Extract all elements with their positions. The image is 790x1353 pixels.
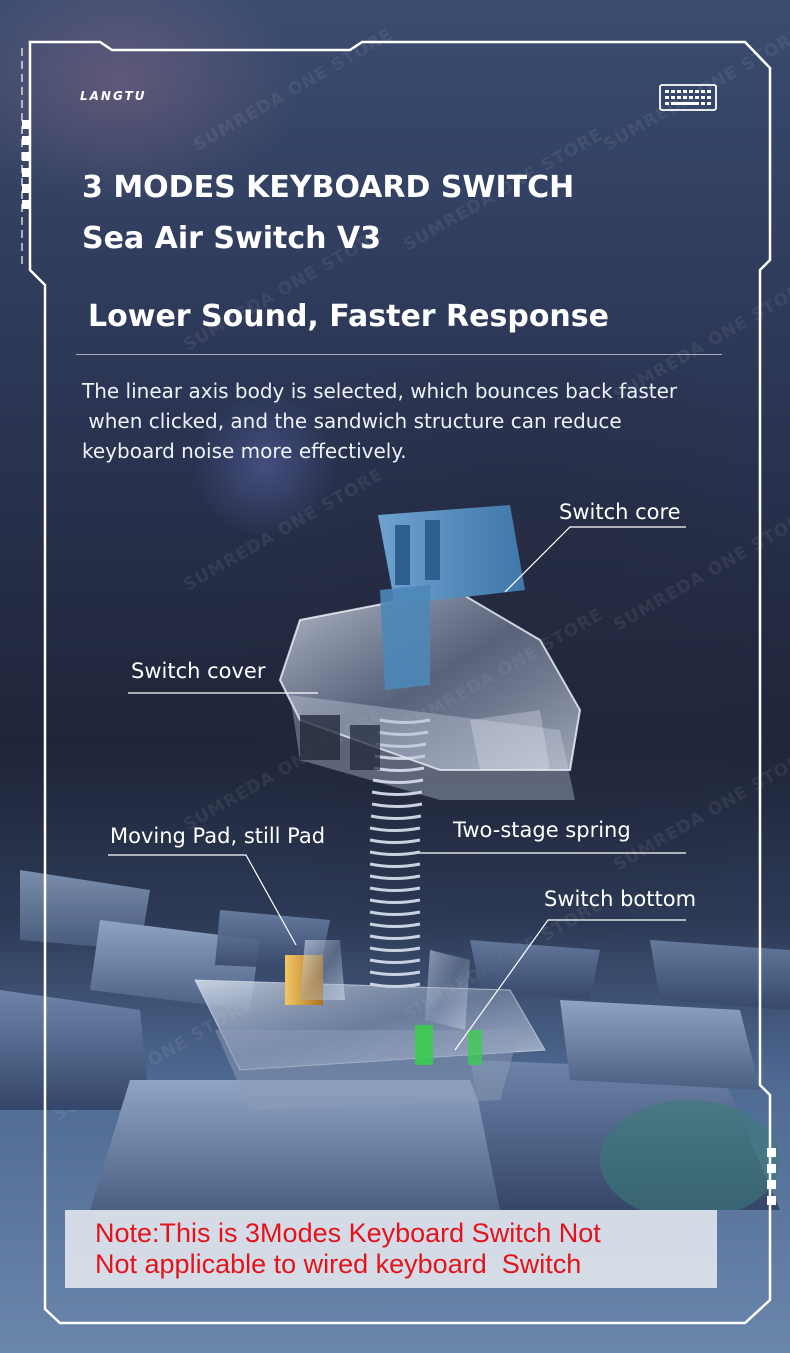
- callout-switch-bottom: Switch bottom: [544, 887, 697, 911]
- description-line: keyboard noise more effectively.: [82, 439, 407, 463]
- switch-illustration: [0, 505, 790, 1210]
- callout-moving-pad: Moving Pad, still Pad: [110, 824, 326, 848]
- callout-switch-cover: Switch cover: [131, 659, 266, 683]
- feature-description: The linear axis body is selected, which …: [82, 376, 742, 466]
- callout-two-stage-spring: Two-stage spring: [453, 818, 631, 842]
- description-line: when clicked, and the sandwich structure…: [82, 409, 622, 433]
- brand-logo: LANGTU: [80, 89, 147, 103]
- headline-divider: [76, 354, 722, 355]
- note-line: Not applicable to wired keyboard Switch: [95, 1249, 582, 1279]
- switch-stem: [378, 505, 525, 690]
- product-name: Sea Air Switch V3: [82, 221, 382, 256]
- page-title: 3 MODES KEYBOARD SWITCH: [82, 170, 575, 205]
- feature-headline: Lower Sound, Faster Response: [88, 299, 609, 334]
- compatibility-note: Note:This is 3Modes Keyboard Switch Not …: [65, 1210, 717, 1288]
- note-line: Note:This is 3Modes Keyboard Switch Not: [95, 1218, 601, 1248]
- switch-top-cover: [278, 588, 582, 800]
- keyboard-icon: [659, 84, 717, 111]
- keycaps-background: [0, 870, 790, 1210]
- callout-switch-core: Switch core: [559, 500, 681, 524]
- description-line: The linear axis body is selected, which …: [82, 379, 678, 403]
